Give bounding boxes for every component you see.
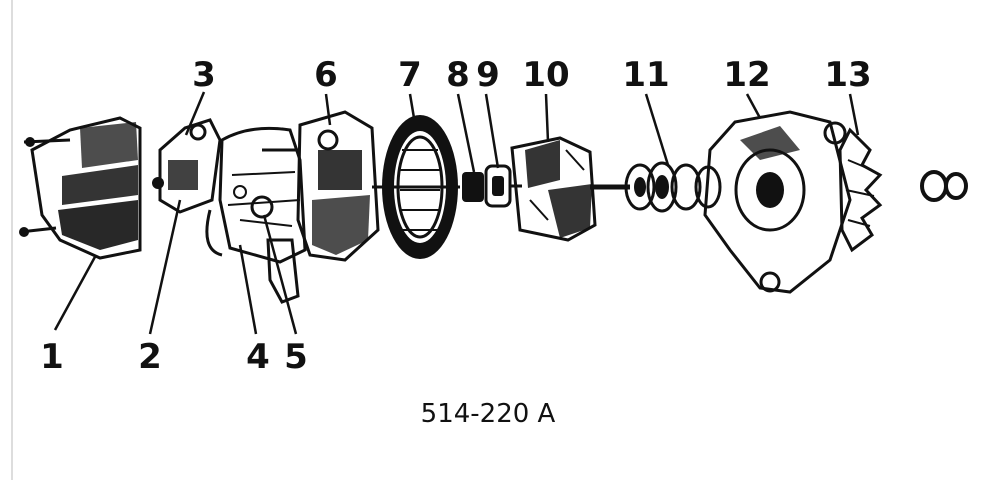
part-pulley-fan [838, 127, 883, 253]
leader-9 [484, 93, 500, 169]
callout-4: 4 [246, 337, 270, 377]
figure-caption: 514-220 A [421, 399, 556, 429]
part-fan-ring [372, 115, 460, 259]
leader-2 [148, 199, 182, 335]
leader-8 [456, 93, 476, 173]
callout-13: 13 [824, 55, 871, 95]
callout-10: 10 [522, 55, 569, 95]
callout-leader-lines [53, 91, 860, 335]
leader-11 [644, 93, 670, 166]
part-rear-cover [19, 116, 142, 260]
leader-12 [745, 93, 762, 119]
callout-2: 2 [138, 337, 162, 377]
part-drive-bearing [624, 161, 722, 213]
part-pulley-nut [920, 170, 968, 202]
part-drive-end-frame [703, 110, 852, 294]
callout-12: 12 [723, 55, 770, 95]
part-stator [296, 110, 380, 262]
part-rotor [510, 136, 597, 242]
callout-7: 7 [398, 55, 422, 95]
leader-3 [184, 91, 206, 136]
callout-5: 5 [284, 337, 308, 377]
leader-10 [544, 93, 550, 143]
leader-6 [324, 93, 332, 126]
callout-9: 9 [476, 55, 500, 95]
callout-1: 1 [40, 337, 64, 377]
leader-5 [262, 214, 298, 335]
callout-8: 8 [446, 55, 470, 95]
leader-1 [53, 254, 98, 331]
leader-4 [238, 244, 258, 335]
callout-6: 6 [314, 55, 338, 95]
leader-7 [408, 93, 416, 119]
leader-13 [848, 93, 860, 136]
callout-11: 11 [622, 55, 669, 95]
part-end-frame [205, 126, 307, 304]
callout-3: 3 [192, 55, 216, 95]
